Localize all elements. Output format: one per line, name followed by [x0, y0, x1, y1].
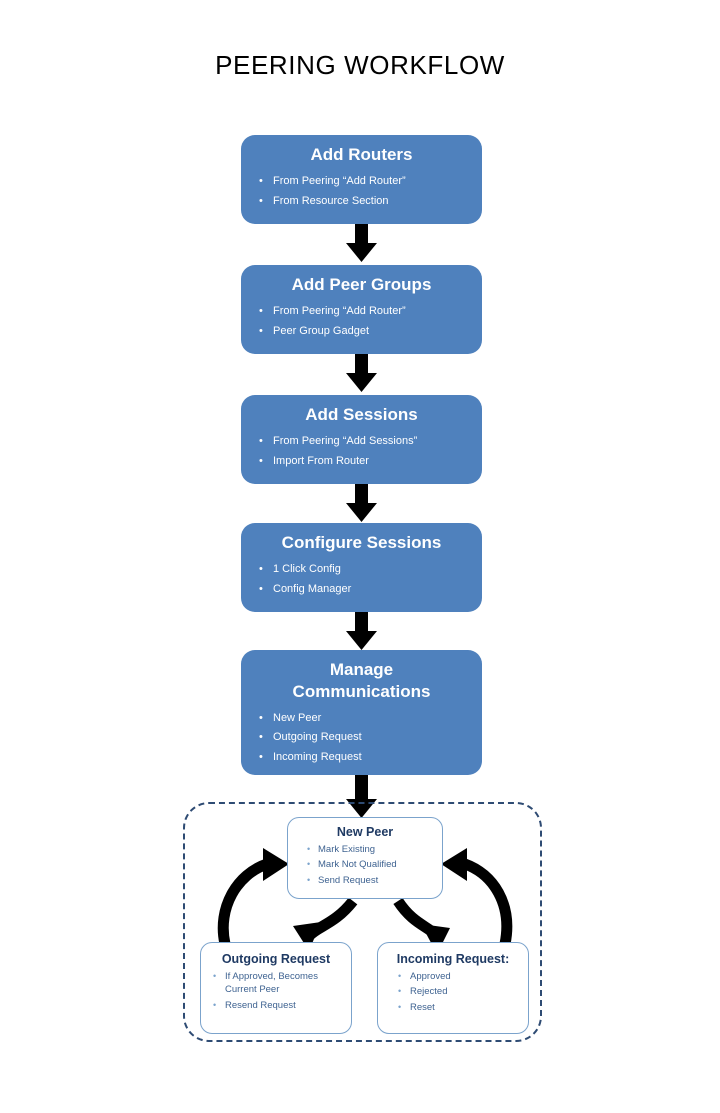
sub-box-title: Outgoing Request [221, 952, 331, 966]
list-item: From Peering “Add Router” [241, 172, 482, 192]
sub-box-title: New Peer [336, 825, 394, 839]
list-item: Incoming Request [241, 748, 482, 768]
list-item: From Peering “Add Sessions” [241, 432, 482, 452]
sub-bullet-list: Mark Existing Mark Not Qualified Send Re… [288, 842, 442, 888]
step-bullet-list: New Peer Outgoing Request Incoming Reque… [241, 709, 482, 769]
step-bullet-list: From Peering “Add Sessions” Import From … [241, 432, 482, 472]
sub-bullet-list: Approved Rejected Reset [378, 969, 528, 1015]
sub-box-outgoing-request[interactable]: Outgoing Request If Approved, Becomes Cu… [200, 942, 352, 1034]
arrow-new-peer-to-outgoing [293, 897, 358, 951]
list-item: Resend Request [201, 998, 351, 1013]
step-box-configure-sessions[interactable]: Configure Sessions 1 Click Config Config… [241, 523, 482, 612]
step-title-line-1: Manage [329, 660, 394, 679]
list-item: Mark Not Qualified [288, 857, 442, 872]
list-item: Mark Existing [288, 842, 442, 857]
step-title: Manage Communications [241, 659, 482, 703]
list-item: Reset [378, 1000, 528, 1015]
list-item: Approved [378, 969, 528, 984]
list-item: Peer Group Gadget [241, 322, 482, 342]
list-item: If Approved, Becomes Current Peer [201, 969, 351, 998]
list-item: New Peer [241, 709, 482, 729]
arrow-incoming-to-new-peer [441, 848, 513, 946]
step-title-line-2: Communications [292, 681, 431, 701]
list-item: Send Request [288, 873, 442, 888]
step-title: Add Peer Groups [291, 275, 432, 294]
step-box-add-sessions[interactable]: Add Sessions From Peering “Add Sessions”… [241, 395, 482, 484]
arrow-new-peer-to-incoming [393, 897, 450, 954]
arrow-outgoing-to-new-peer [217, 848, 289, 946]
sub-box-incoming-request[interactable]: Incoming Request: Approved Rejected Rese… [377, 942, 529, 1034]
list-item: 1 Click Config [241, 560, 482, 580]
step-box-manage-communications[interactable]: Manage Communications New Peer Outgoing … [241, 650, 482, 775]
sub-bullet-list: If Approved, Becomes Current Peer Resend… [201, 969, 351, 1013]
list-item: Import From Router [241, 452, 482, 472]
cycle-arrows [217, 848, 513, 954]
step-bullet-list: From Peering “Add Router” From Resource … [241, 172, 482, 212]
manage-communications-group: New Peer Mark Existing Mark Not Qualifie… [183, 802, 542, 1042]
step-bullet-list: From Peering “Add Router” Peer Group Gad… [241, 302, 482, 342]
list-item: Outgoing Request [241, 728, 482, 748]
step-box-add-routers[interactable]: Add Routers From Peering “Add Router” Fr… [241, 135, 482, 224]
list-item: From Resource Section [241, 192, 482, 212]
step-bullet-list: 1 Click Config Config Manager [241, 560, 482, 600]
sub-box-title: Incoming Request: [396, 952, 510, 966]
step-title: Add Routers [310, 145, 413, 164]
list-item: From Peering “Add Router” [241, 302, 482, 322]
step-title: Configure Sessions [281, 533, 442, 552]
list-item: Rejected [378, 984, 528, 999]
sub-box-new-peer[interactable]: New Peer Mark Existing Mark Not Qualifie… [287, 817, 443, 899]
list-item: Config Manager [241, 580, 482, 600]
step-box-add-peer-groups[interactable]: Add Peer Groups From Peering “Add Router… [241, 265, 482, 354]
step-title: Add Sessions [305, 405, 418, 424]
page-title: PEERING WORKFLOW [215, 50, 505, 80]
